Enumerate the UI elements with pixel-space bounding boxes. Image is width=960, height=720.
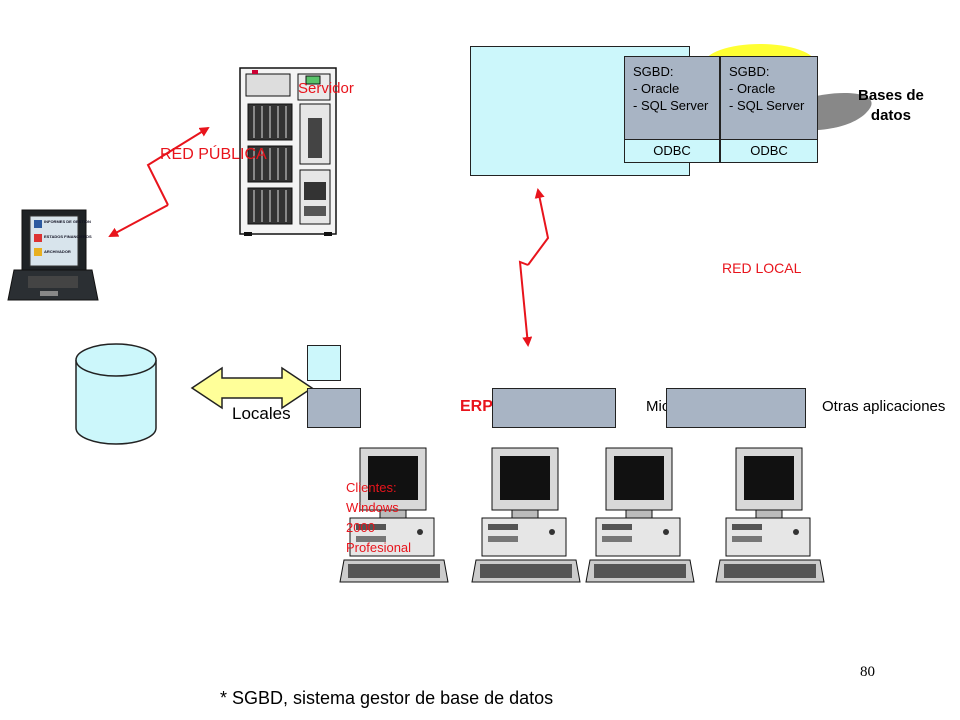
red-local-label: RED LOCAL	[722, 260, 802, 276]
sgbd-box-1: SGBD: - Oracle - SQL Server	[624, 56, 720, 140]
odbc-box-2: ODBC	[720, 139, 818, 163]
page-number: 80	[860, 664, 875, 680]
mic-box	[666, 388, 806, 428]
sgbd-2-title: SGBD:	[729, 64, 770, 79]
clientes-line-4: Profesional	[346, 540, 412, 555]
mic-label: Mic	[646, 398, 670, 415]
bases-de-datos-line-1: Bases de	[858, 87, 924, 104]
clientes-line-3: 2000	[346, 520, 375, 535]
sgbd-2-item-1: - Oracle	[729, 81, 776, 96]
sgbd-1-item-2: - SQL Server	[633, 98, 709, 113]
bases-de-datos-line-2: datos	[870, 107, 911, 124]
clientes-label: Clientes: Windows 2000 Profesional	[346, 478, 411, 558]
laptop-screen-line-1: INFORMES DE GESTION	[44, 219, 91, 224]
locales-label: Locales	[232, 404, 291, 423]
laptop-screen-line-3: ARCHIVADOR	[44, 249, 71, 254]
sgbd-2-item-2: - SQL Server	[729, 98, 805, 113]
sgbd-box-2: SGBD: - Oracle - SQL Server	[720, 56, 818, 140]
sgbd-1-item-1: - Oracle	[633, 81, 680, 96]
red-publica-label: RED PÚBLICA	[160, 146, 267, 163]
otras-aplicaciones-label: Otras aplicaciones	[822, 398, 946, 415]
erp-label: ERP	[460, 398, 493, 415]
local-module-box	[307, 388, 361, 428]
sgbd-1-title: SGBD:	[633, 64, 674, 79]
laptop-screen-line-2: ESTADOS FINANCIEROS	[44, 234, 92, 239]
local-small-box	[307, 345, 341, 381]
bases-de-datos-label: Bases de datos	[858, 86, 924, 126]
footnote: * SGBD, sistema gestor de base de datos	[220, 688, 554, 708]
erp-box	[492, 388, 616, 428]
clientes-line-1: Clientes:	[346, 480, 397, 495]
odbc-box-1: ODBC	[624, 139, 720, 163]
clientes-line-2: Windows	[346, 500, 399, 515]
desktop-computer-1	[339, 447, 449, 583]
servidor-label: Servidor	[298, 80, 354, 97]
